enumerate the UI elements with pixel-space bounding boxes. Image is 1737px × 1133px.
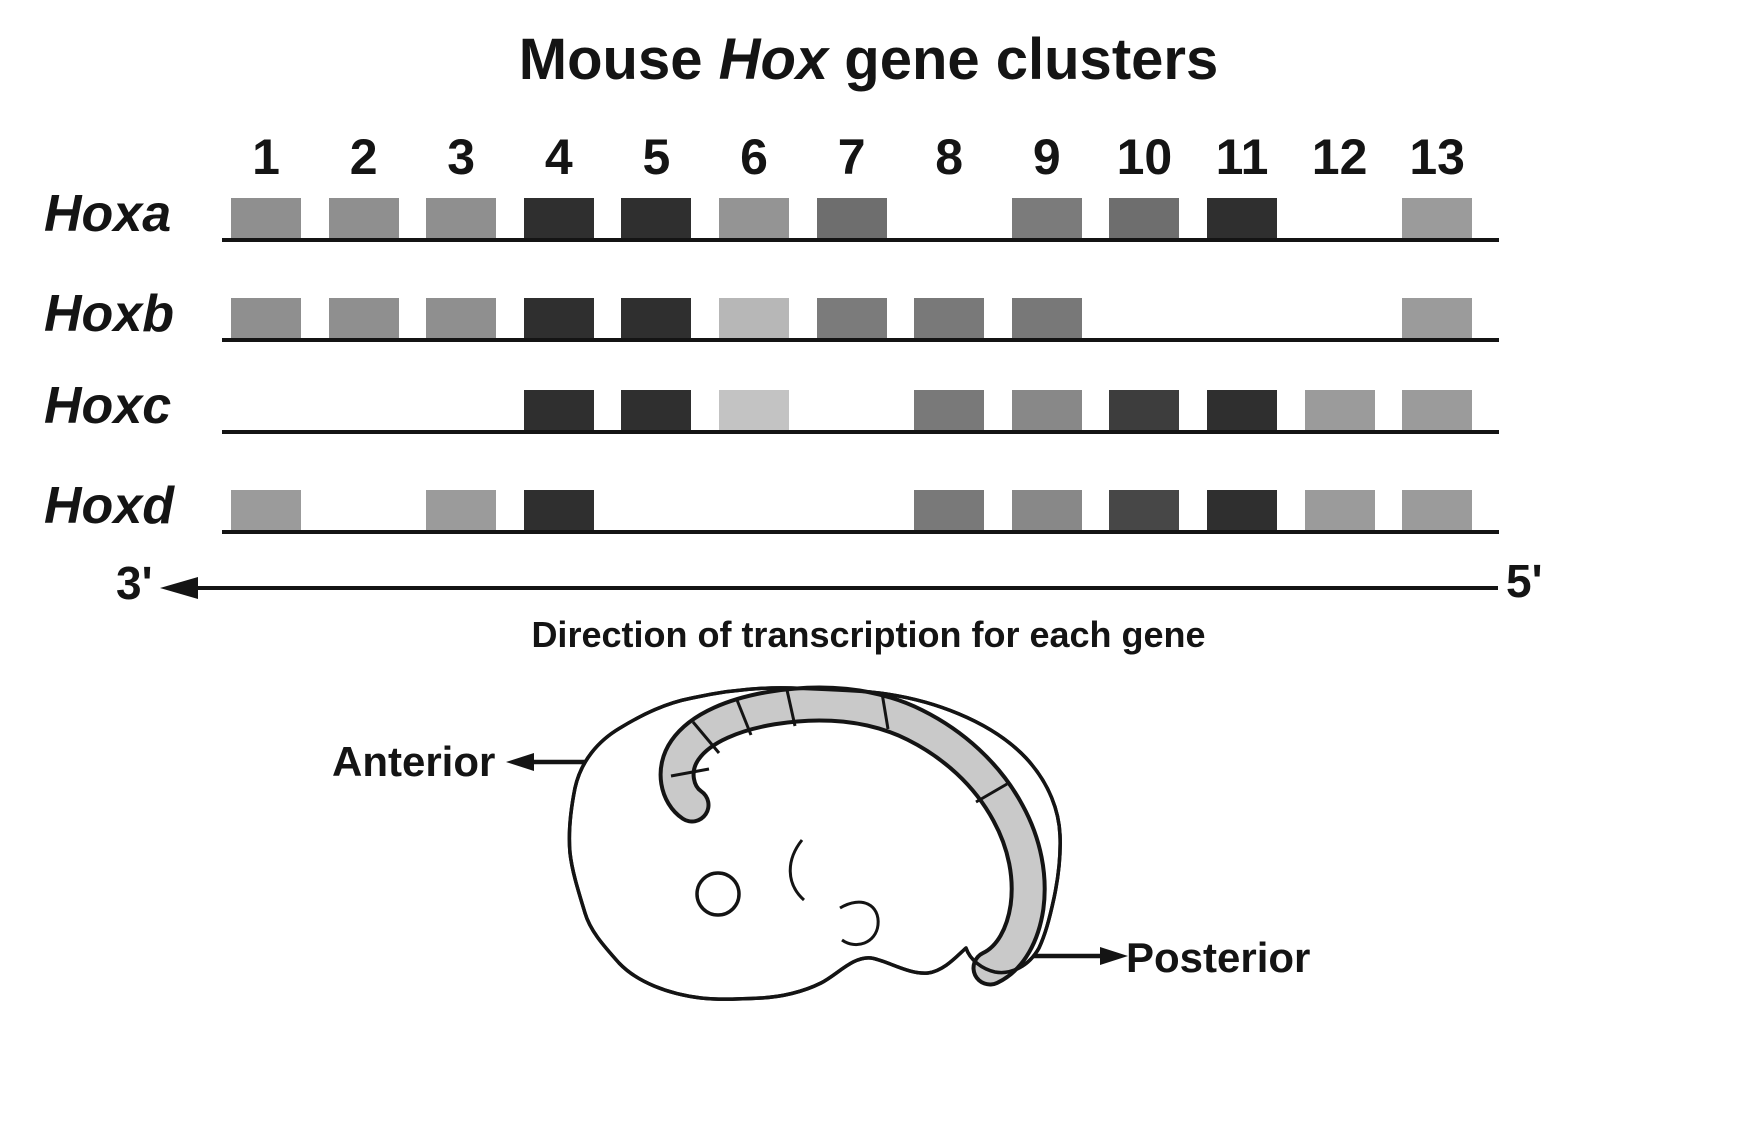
posterior-arrowhead	[1100, 947, 1128, 965]
title-suffix: gene clusters	[828, 27, 1219, 92]
gene-box-hoxa13	[1402, 198, 1473, 238]
chromosome-line-hoxd	[222, 530, 1499, 534]
page-title: Mouse Hox gene clusters	[0, 26, 1737, 93]
column-number-6: 6	[740, 129, 768, 185]
gene-box-hoxd1	[231, 490, 301, 530]
otic-vesicle-icon	[695, 871, 741, 917]
three-prime-label: 3'	[116, 557, 153, 609]
gene-box-hoxd9	[1011, 490, 1082, 530]
gene-box-hoxb7	[816, 298, 887, 338]
gene-box-hoxd8	[914, 490, 985, 530]
embryo-body-outline-top	[567, 686, 1062, 1001]
gene-box-hoxa7	[816, 198, 887, 238]
gene-box-hoxb5	[621, 298, 692, 338]
gene-box-hoxc10	[1109, 390, 1180, 430]
column-number-11: 11	[1215, 129, 1269, 185]
gene-box-hoxb4	[523, 298, 594, 338]
segment-line	[691, 721, 721, 754]
segment-lines	[670, 689, 1008, 804]
gene-box-hoxb2	[328, 298, 399, 338]
forelimb-bud-line	[839, 900, 880, 946]
gene-box-hoxc6	[719, 390, 789, 430]
title-prefix: Mouse	[518, 27, 719, 92]
column-number-9: 9	[1032, 129, 1061, 185]
gene-box-hoxc13	[1402, 390, 1473, 430]
anterior-label: Anterior	[332, 738, 496, 785]
segment-line	[880, 692, 890, 730]
gene-box-hoxc9	[1011, 390, 1082, 430]
gene-box-hoxd10	[1109, 490, 1180, 530]
column-number-13: 13	[1409, 129, 1465, 185]
neural-band	[662, 689, 1043, 983]
gene-box-hoxc8	[914, 390, 985, 430]
segment-line	[735, 699, 753, 736]
segment-line	[785, 689, 797, 727]
column-number-7: 7	[837, 129, 866, 185]
branchial-arch-line	[788, 839, 806, 902]
gene-box-hoxd11	[1207, 490, 1277, 530]
column-number-12: 12	[1311, 129, 1368, 185]
gene-box-hoxa11	[1207, 198, 1277, 238]
segment-line	[670, 767, 710, 778]
cluster-label-hoxa: Hoxa	[44, 185, 172, 243]
gene-box-hoxa5	[621, 198, 692, 238]
column-number-5: 5	[642, 129, 671, 185]
anterior-arrowhead	[506, 753, 534, 771]
gene-box-hoxc4	[523, 390, 594, 430]
axis-caption: Direction of transcription for each gene	[531, 614, 1206, 655]
gene-box-hoxa1	[231, 198, 301, 238]
column-number-10: 10	[1116, 129, 1173, 185]
gene-box-hoxd4	[523, 490, 594, 530]
cluster-label-hoxd: Hoxd	[44, 477, 174, 535]
gene-box-hoxb3	[426, 298, 497, 338]
gene-box-hoxb13	[1402, 298, 1473, 338]
chromosome-line-hoxb	[222, 338, 1499, 342]
gene-box-hoxa4	[523, 198, 594, 238]
gene-box-hoxa10	[1109, 198, 1180, 238]
posterior-arrow-icon	[1030, 947, 1128, 965]
gene-box-hoxb8	[914, 298, 985, 338]
mouse-embryo-figure	[567, 685, 1062, 1001]
cluster-label-hoxc: Hoxc	[44, 377, 172, 435]
gene-box-hoxc5	[621, 390, 692, 430]
gene-box-hoxa6	[719, 198, 789, 238]
transcription-direction-arrow	[160, 577, 1498, 599]
gene-box-hoxc11	[1207, 390, 1277, 430]
gene-box-hoxd13	[1402, 490, 1473, 530]
gene-box-hoxd3	[426, 490, 497, 530]
gene-box-hoxb9	[1011, 298, 1082, 338]
chromosome-line-hoxa	[222, 238, 1499, 242]
gene-box-hoxd12	[1304, 490, 1375, 530]
gene-box-hoxa2	[328, 198, 399, 238]
gene-box-hoxc12	[1304, 390, 1375, 430]
segment-line	[975, 782, 1008, 804]
column-number-1: 1	[252, 129, 280, 185]
gene-box-hoxa9	[1011, 198, 1082, 238]
column-number-3: 3	[447, 129, 476, 185]
cluster-label-hoxb: Hoxb	[44, 285, 174, 343]
five-prime-label: 5'	[1506, 555, 1543, 607]
axis-arrowhead-left-icon	[160, 577, 198, 599]
title-italic-word: Hox	[718, 27, 829, 92]
column-number-4: 4	[544, 129, 573, 185]
gene-box-hoxb1	[231, 298, 301, 338]
gene-box-hoxb6	[719, 298, 789, 338]
chromosome-line-hoxc	[222, 430, 1499, 434]
gene-box-hoxa3	[426, 198, 497, 238]
posterior-label: Posterior	[1126, 934, 1311, 981]
column-number-2: 2	[349, 129, 378, 185]
column-number-8: 8	[935, 129, 964, 185]
